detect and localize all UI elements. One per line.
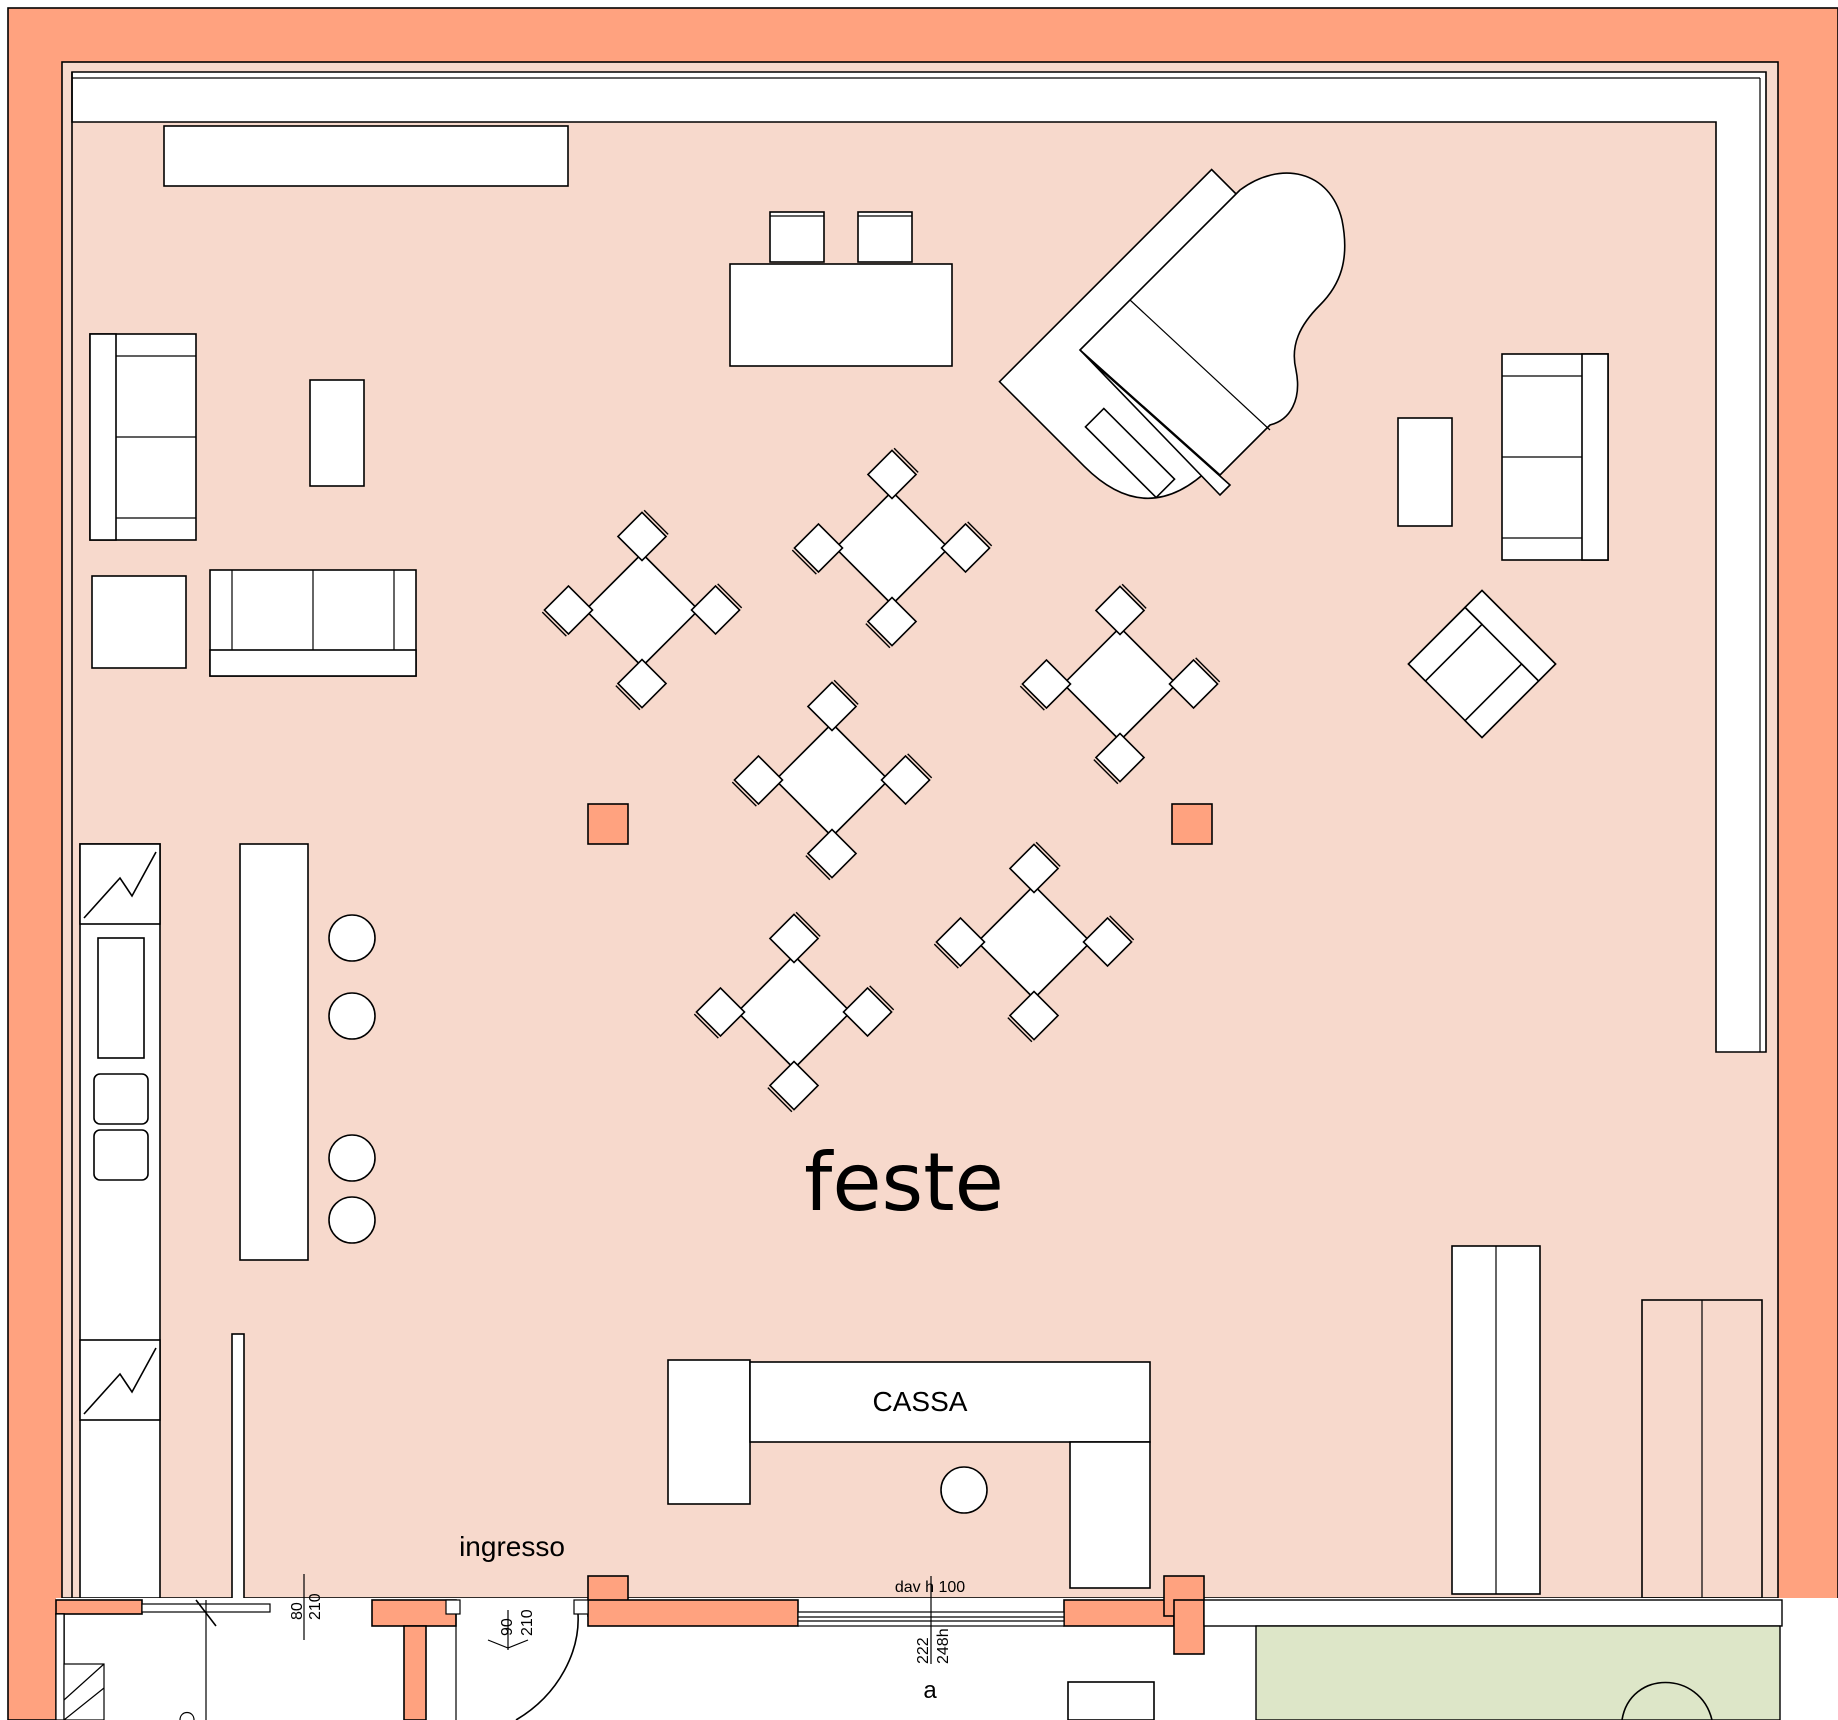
column-left [587,803,629,845]
entrance-door-width: 90 [499,1618,516,1636]
cashier-label: CASSA [873,1386,968,1417]
perimeter-counter [71,71,1767,1598]
top-center-table [729,211,953,367]
entrance-door [445,1599,589,1720]
entrance-door-height: 210 [519,1609,536,1636]
right-side-table [1397,417,1453,527]
room-label: feste [804,1136,1004,1229]
stairs [63,1663,195,1720]
piano-body [1078,172,1346,499]
top-bench [163,125,569,187]
cashier-desk [667,1359,1151,1589]
window-sill-label: dav h 100 [895,1579,965,1596]
window [797,1576,1065,1664]
bar-counter [239,843,309,1261]
left-door-width: 80 [289,1602,306,1620]
left-side-table [309,379,365,487]
left-sofa-horizontal [209,569,417,677]
left-armchair [91,575,187,669]
entrance-label: ingresso [459,1531,565,1562]
bar-stools [328,914,376,1244]
column-right [1171,803,1213,845]
left-door [141,1574,305,1720]
right-sofa [1501,353,1609,561]
section-marker: a [923,1677,937,1704]
left-sofa [89,333,197,541]
window-height: 248h [935,1628,952,1664]
right-armchair [1407,589,1557,739]
left-door-height: 210 [307,1593,324,1620]
partition [231,1333,245,1605]
kitchen-counter [79,843,161,1599]
window-width: 222 [915,1637,932,1664]
right-shelving [1451,1245,1763,1629]
